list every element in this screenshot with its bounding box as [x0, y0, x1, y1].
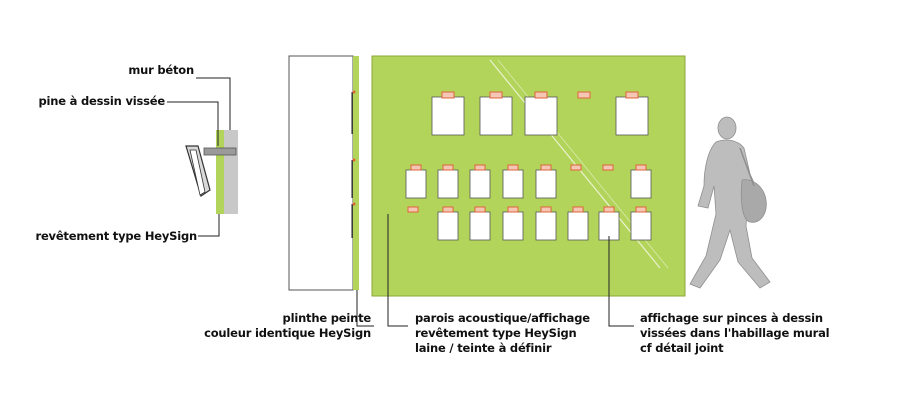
clips-row-2	[410, 164, 647, 171]
leader-parois	[387, 214, 408, 327]
label-parois-1: parois acoustique/affichage	[415, 311, 590, 325]
label-plinthe-1: plinthe peinte	[282, 311, 372, 325]
acoustic-panel	[371, 55, 686, 327]
side-elevation	[288, 55, 374, 327]
label-parois-2: revêtement type HeySign	[415, 326, 577, 340]
leader-affichage	[608, 236, 634, 327]
label-affichage-1: affichage sur pinces à dessin	[640, 311, 823, 325]
side-green-edge	[353, 56, 359, 290]
clips-row-1	[441, 91, 639, 99]
heysign-layer	[216, 130, 224, 214]
paper-sheet-side	[189, 149, 206, 196]
leader-pine	[167, 101, 219, 146]
label-affichage-3: cf détail joint	[640, 341, 724, 355]
section-detail	[167, 77, 238, 237]
concrete-wall	[224, 130, 238, 214]
label-parois-3: laine / teinte à définir	[415, 341, 552, 355]
screw-plate	[203, 147, 237, 156]
label-pine-dessin: pine à dessin vissée	[38, 94, 165, 108]
label-revetement: revêtement type HeySign	[35, 229, 197, 243]
clips-row-3	[407, 206, 647, 213]
sheet-row-3	[437, 211, 652, 241]
label-affichage-2: vissées dans l'habillage mural	[640, 326, 830, 340]
sheet-row-2	[405, 169, 652, 199]
label-plinthe-2: couleur identique HeySign	[204, 326, 371, 340]
label-mur-beton: mur béton	[128, 63, 194, 77]
leader-mur-beton	[196, 77, 231, 130]
leader-revetement	[198, 214, 220, 237]
leader-plinthe	[356, 290, 374, 327]
side-board	[288, 55, 354, 291]
person-silhouette-icon	[689, 116, 771, 289]
